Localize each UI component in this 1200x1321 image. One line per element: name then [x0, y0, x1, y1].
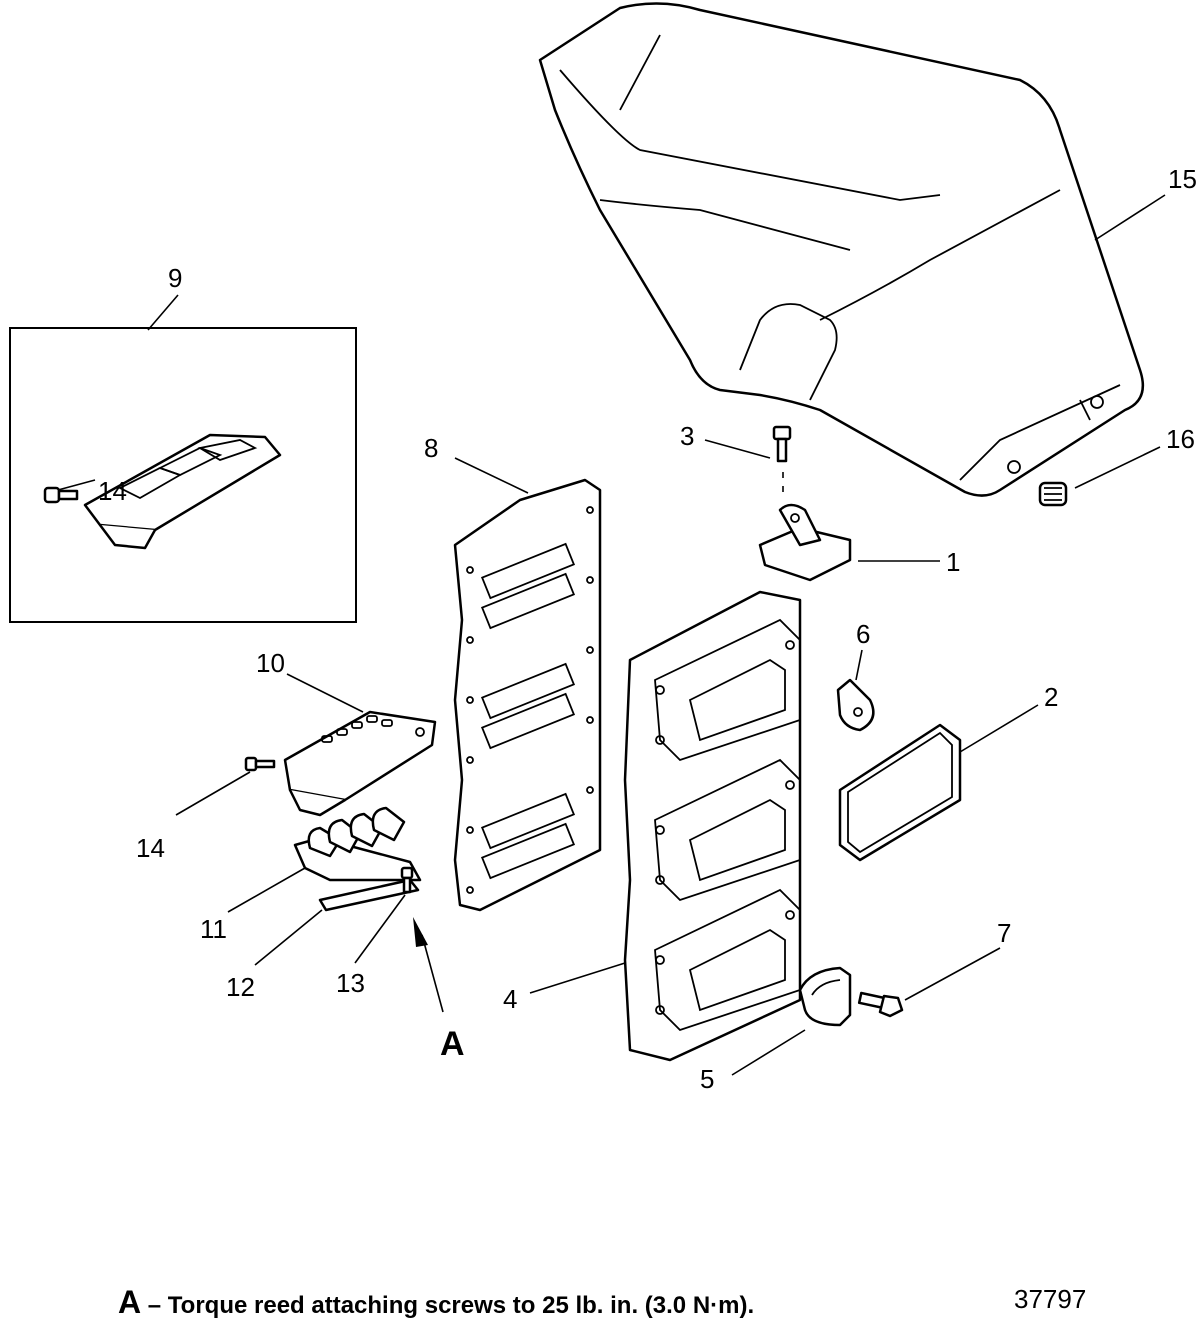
- inset-box-part-9: [9, 327, 357, 623]
- reed-petals-part-11: [293, 806, 422, 882]
- callout-A: A: [440, 1025, 465, 1063]
- bolt-part-7: [857, 991, 904, 1018]
- callout-16: 16: [1166, 424, 1195, 454]
- callout-1: 1: [946, 547, 960, 577]
- gasket-part-2: [838, 723, 962, 862]
- grommet-part-16: [1038, 481, 1068, 507]
- callout-10: 10: [256, 648, 285, 678]
- callout-7: 7: [997, 918, 1011, 948]
- callout-12: 12: [226, 972, 255, 1002]
- torque-note-letter: A: [118, 1284, 142, 1320]
- callout-13: 13: [336, 968, 365, 998]
- leader-lines: [57, 194, 1166, 1076]
- torque-arrow: [413, 917, 444, 1013]
- cover-part-15: [538, 2, 1145, 497]
- screw-part-14: [244, 756, 276, 772]
- stop-plate-part-12: [318, 878, 420, 912]
- bracket-part-1: [758, 503, 852, 582]
- callout-4: 4: [503, 984, 517, 1014]
- reed-screw-part-13: [400, 866, 414, 894]
- callout-2: 2: [1044, 682, 1058, 712]
- torque-note-text: – Torque reed attaching screws to 25 lb.…: [141, 1292, 755, 1319]
- callout-11: 11: [200, 914, 227, 944]
- callout-14-inset: 14: [98, 476, 127, 506]
- callout-14: 14: [136, 833, 165, 863]
- callout-15: 15: [1168, 164, 1197, 194]
- screw-part-3: [772, 425, 792, 492]
- callout-labels: 15 16 3 1 2 6 8 9 14 10 14 11 12 13 A 4 …: [98, 164, 1197, 1094]
- reed-block-part-10: [283, 710, 437, 817]
- torque-note: A – Torque reed attaching screws to 25 l…: [118, 1284, 754, 1321]
- callout-3: 3: [680, 421, 694, 451]
- plate-part-8: [453, 478, 602, 912]
- figure-number: 37797: [1014, 1284, 1087, 1314]
- tab-washer-part-6: [836, 678, 875, 732]
- callout-8: 8: [424, 433, 438, 463]
- reed-housing-part-4: [623, 590, 802, 1062]
- callout-9: 9: [168, 263, 182, 293]
- callout-5: 5: [700, 1064, 714, 1094]
- clamp-part-5: [798, 966, 852, 1027]
- callout-6: 6: [856, 619, 870, 649]
